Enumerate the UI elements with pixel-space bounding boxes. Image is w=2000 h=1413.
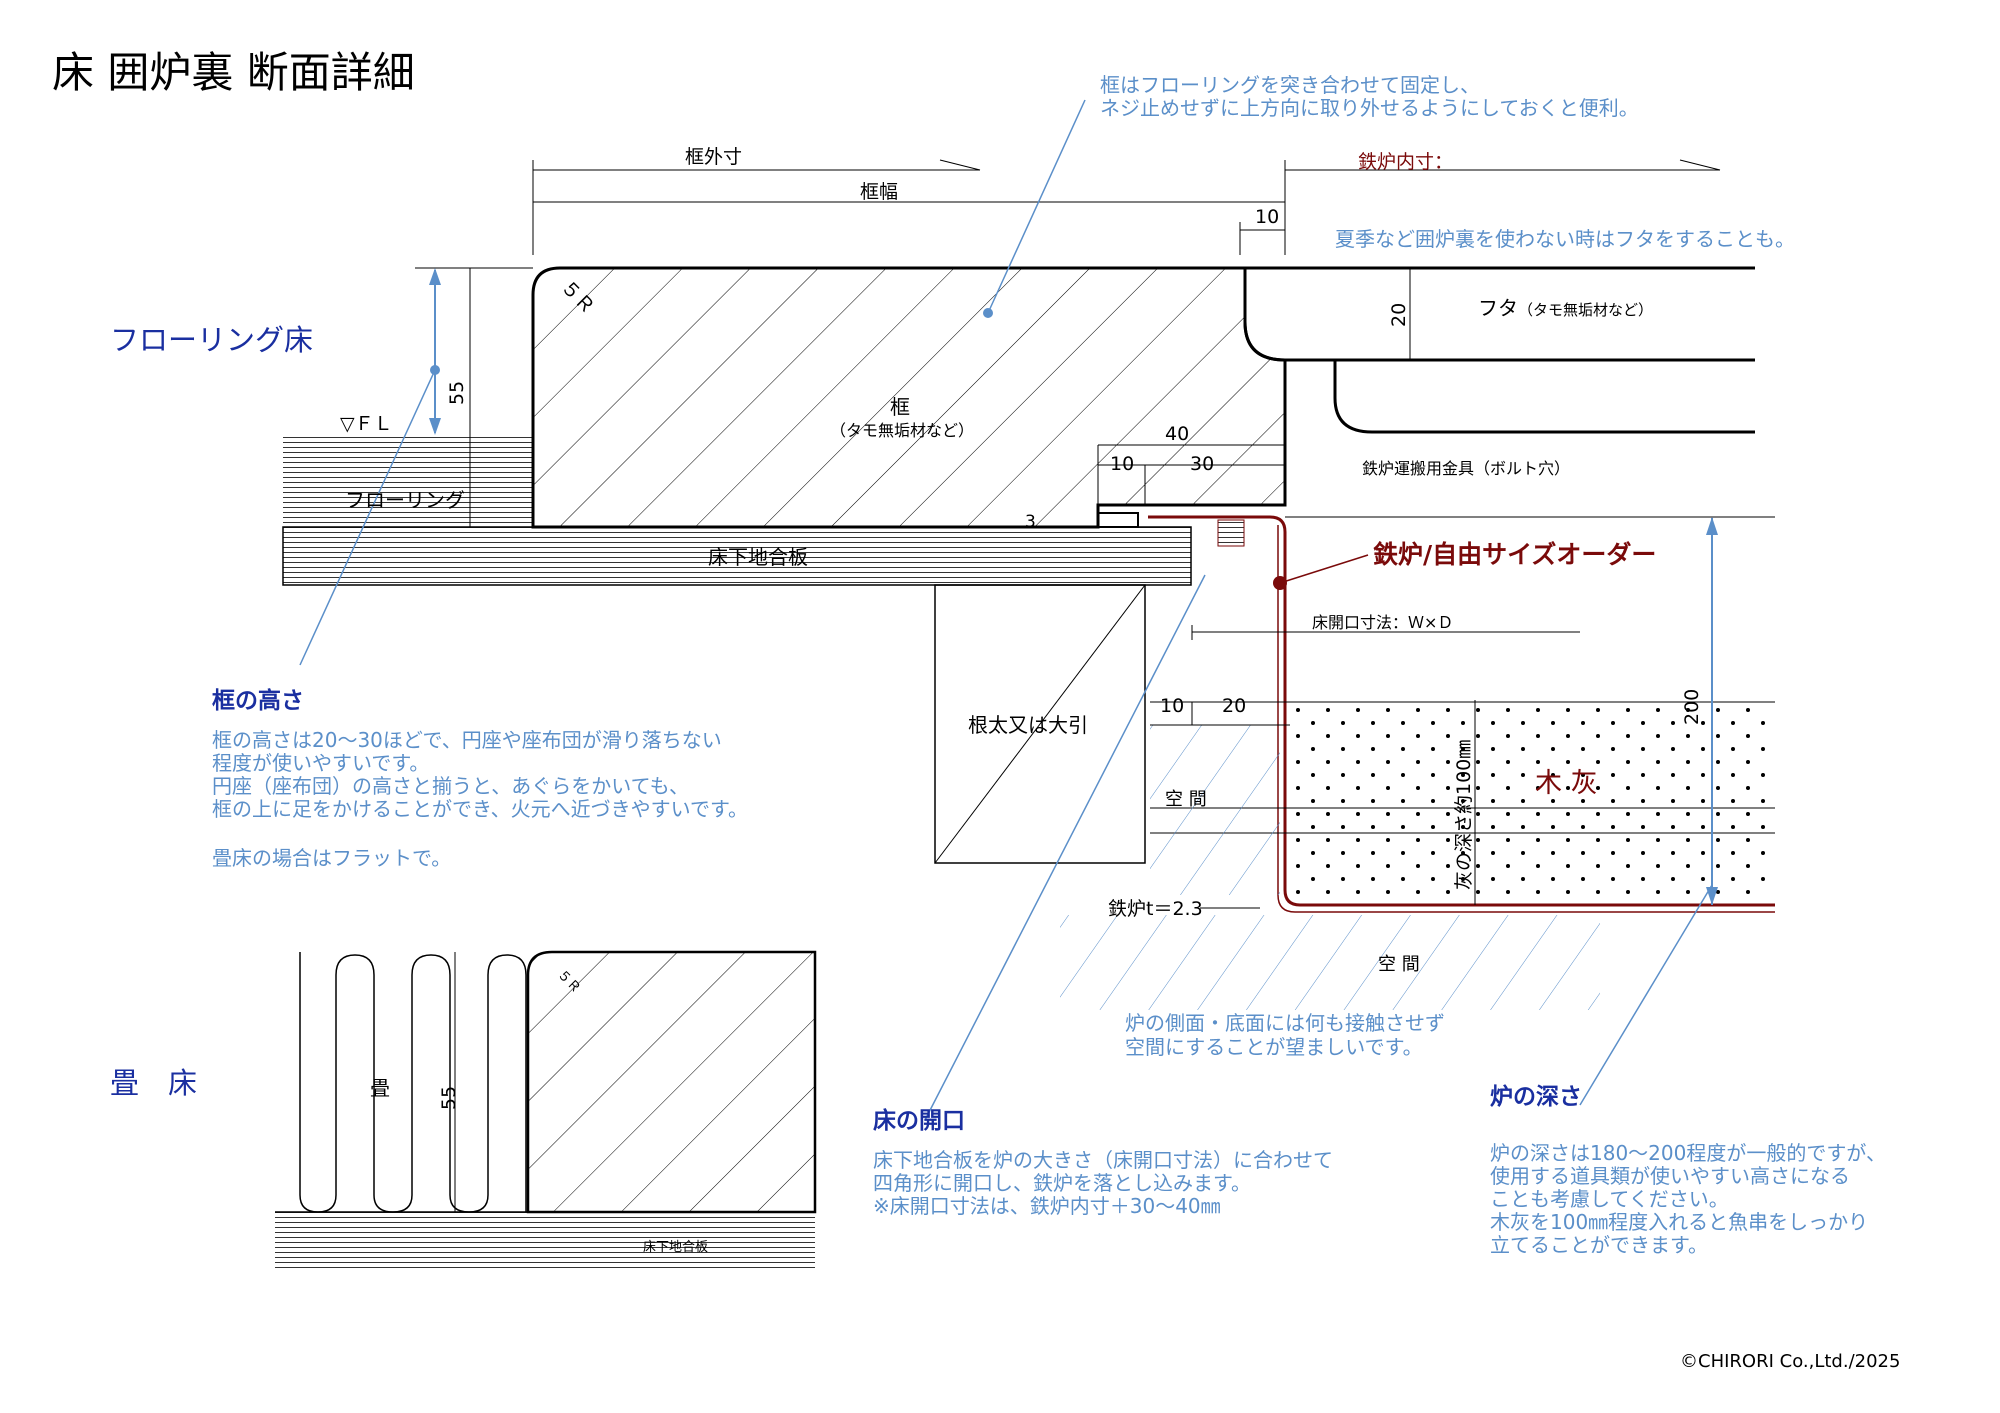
wood-ash bbox=[1290, 702, 1775, 900]
space-label-2: 空 間 bbox=[1378, 954, 1420, 975]
side-note-l2: 空間にすることが望ましいです。 bbox=[1125, 1035, 1423, 1059]
flooring-layers bbox=[283, 435, 533, 527]
bolt-hole bbox=[1217, 519, 1245, 547]
dim-10-top: 10 bbox=[1255, 206, 1279, 228]
dim-20-lid: 20 bbox=[1388, 303, 1410, 327]
frame-height-l2: 程度が使いやすいです。 bbox=[212, 751, 429, 775]
arrow-head-down-200 bbox=[1706, 887, 1718, 905]
hardware-label: 鉄炉運搬用金具（ボルト穴） bbox=[1362, 459, 1570, 478]
depth-l1: 炉の深さは180～200程度が一般的ですが、 bbox=[1490, 1141, 1886, 1165]
iron-hearth-inner bbox=[1277, 525, 1775, 913]
hardware-bracket bbox=[1097, 512, 1139, 528]
dim-10-b: 10 bbox=[1160, 695, 1184, 717]
leader-dot-frame bbox=[983, 308, 993, 318]
dim-lines bbox=[415, 159, 1721, 909]
dim-40: 40 bbox=[1165, 423, 1189, 445]
space-hatch-side bbox=[1150, 725, 1280, 895]
frame-height-l4: 框の上に足をかけることができ、火元へ近づきやすいです。 bbox=[212, 797, 748, 821]
dim-55: 55 bbox=[446, 381, 468, 405]
frame-height-l1: 框の高さは20～30ほどで、円座や座布団が滑り落ちない bbox=[212, 728, 722, 752]
space-label-1: 空 間 bbox=[1165, 789, 1207, 810]
lid-sub: （タモ無垢材など） bbox=[1518, 301, 1653, 319]
frame-label: 框 bbox=[890, 395, 910, 419]
space-hatch-bottom bbox=[1060, 915, 1600, 1010]
frame-width-label: 框幅 bbox=[860, 181, 898, 203]
frame-height-title: 框の高さ bbox=[212, 687, 304, 714]
dim-3: 3 bbox=[1025, 512, 1036, 532]
tatami-label: 畳 bbox=[370, 1076, 390, 1100]
dim-30: 30 bbox=[1190, 453, 1214, 475]
ash-label: 木 灰 bbox=[1535, 768, 1598, 799]
fl-mark: ▽ＦＬ bbox=[340, 413, 393, 435]
tatami-floor-label: 畳 床 bbox=[110, 1066, 197, 1100]
frame-height-l5: 畳床の場合はフラットで。 bbox=[212, 846, 451, 870]
opening-l2: 四角形に開口し、鉄炉を落とし込みます。 bbox=[873, 1171, 1251, 1195]
hearth-order-label: 鉄炉/自由サイズオーダー bbox=[1373, 540, 1656, 569]
floor-opening-dim: 床開口寸法：Ｗ×Ｄ bbox=[1312, 613, 1453, 632]
hearth-order-dot bbox=[1273, 576, 1287, 590]
page-title: 床 囲炉裏 断面詳細 bbox=[52, 48, 415, 97]
joist-label: 根太又は大引 bbox=[968, 713, 1088, 737]
dim-200: 200 bbox=[1681, 689, 1703, 725]
dim-20-b: 20 bbox=[1222, 695, 1246, 717]
arrow-head-down bbox=[429, 418, 441, 435]
dim-10-a: 10 bbox=[1110, 453, 1134, 475]
arrow-head-up-200 bbox=[1706, 517, 1718, 535]
note-top-line2: ネジ止めせずに上方向に取り外せるようにしておくと便利。 bbox=[1100, 96, 1639, 120]
side-note-l1: 炉の側面・底面には何も接触させず bbox=[1125, 1011, 1445, 1035]
leader-lines bbox=[299, 99, 1713, 1121]
tatami-frame bbox=[526, 950, 817, 1214]
ash-depth-label: 灰の深さ約100㎜ bbox=[1453, 740, 1475, 890]
arrow-head-up bbox=[429, 268, 441, 285]
lid-name: フタ bbox=[1478, 296, 1518, 320]
subfloor-small-label: 床下地合板 bbox=[643, 1240, 708, 1255]
copyright: ©CHIRORI Co.,Ltd./2025 bbox=[1680, 1351, 1900, 1372]
lid-label: フタ（タモ無垢材など） bbox=[1478, 296, 1653, 320]
lid-block bbox=[1243, 266, 1755, 362]
opening-l1: 床下地合板を炉の大きさ（床開口寸法）に合わせて bbox=[873, 1148, 1333, 1172]
depth-l3: ことも考慮してください。 bbox=[1490, 1187, 1729, 1211]
hearth-order-leader bbox=[1279, 554, 1369, 584]
subfloor-label: 床下地合板 bbox=[708, 545, 808, 569]
joist bbox=[934, 584, 1146, 864]
lid-inner bbox=[1333, 360, 1755, 434]
iron-hearth bbox=[1148, 515, 1775, 907]
joist-cross bbox=[934, 584, 1146, 864]
subfloor-plywood bbox=[282, 526, 1192, 586]
depth-title: 炉の深さ bbox=[1490, 1083, 1582, 1110]
leader-dot-height bbox=[430, 365, 440, 375]
tatami-subfloor bbox=[275, 1212, 815, 1270]
note-top-line1: 框はフローリングを突き合わせて固定し、 bbox=[1100, 73, 1480, 97]
depth-l5: 立てることができます。 bbox=[1490, 1233, 1708, 1257]
depth-l2: 使用する道具類が使いやすい高さになる bbox=[1490, 1164, 1850, 1188]
frame-height-l3: 円座（座布団）の高さと揃うと、あぐらをかいても、 bbox=[212, 774, 689, 798]
flooring-label: フローリング bbox=[345, 488, 465, 512]
dim-55-tatami: 55 bbox=[438, 1086, 460, 1110]
opening-l3: ※床開口寸法は、鉄炉内寸＋30～40㎜ bbox=[873, 1194, 1221, 1218]
depth-l4: 木灰を100㎜程度入れると魚串をしっかり bbox=[1490, 1210, 1868, 1234]
note-lid: 夏季など囲炉裏を使わない時はフタをすることも。 bbox=[1335, 227, 1795, 251]
hearth-thickness-label: 鉄炉t＝2.3 bbox=[1108, 898, 1203, 920]
frame-outer-label: 框外寸 bbox=[685, 146, 742, 168]
opening-title: 床の開口 bbox=[873, 1107, 965, 1134]
tatami-mat bbox=[299, 952, 527, 1213]
flooring-floor-label: フローリング床 bbox=[110, 323, 313, 357]
hearth-inner-label: 鉄炉内寸： bbox=[1358, 151, 1453, 173]
frame-sub-label: （タモ無垢材など） bbox=[830, 421, 974, 440]
